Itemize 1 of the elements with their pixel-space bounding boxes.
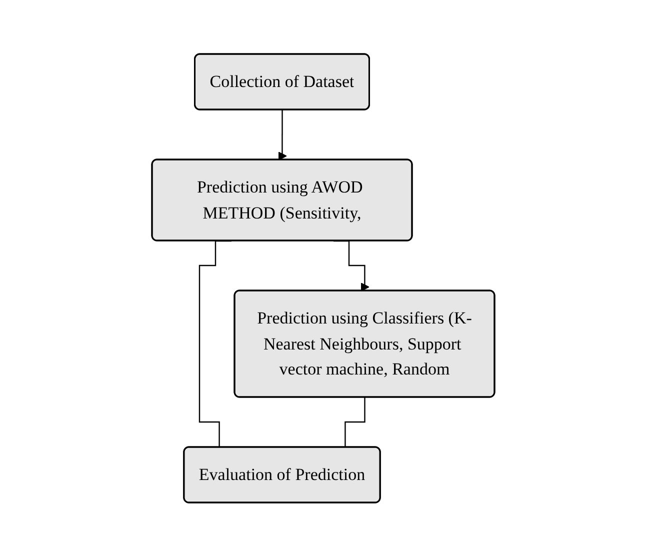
arrow (278, 109, 288, 160)
